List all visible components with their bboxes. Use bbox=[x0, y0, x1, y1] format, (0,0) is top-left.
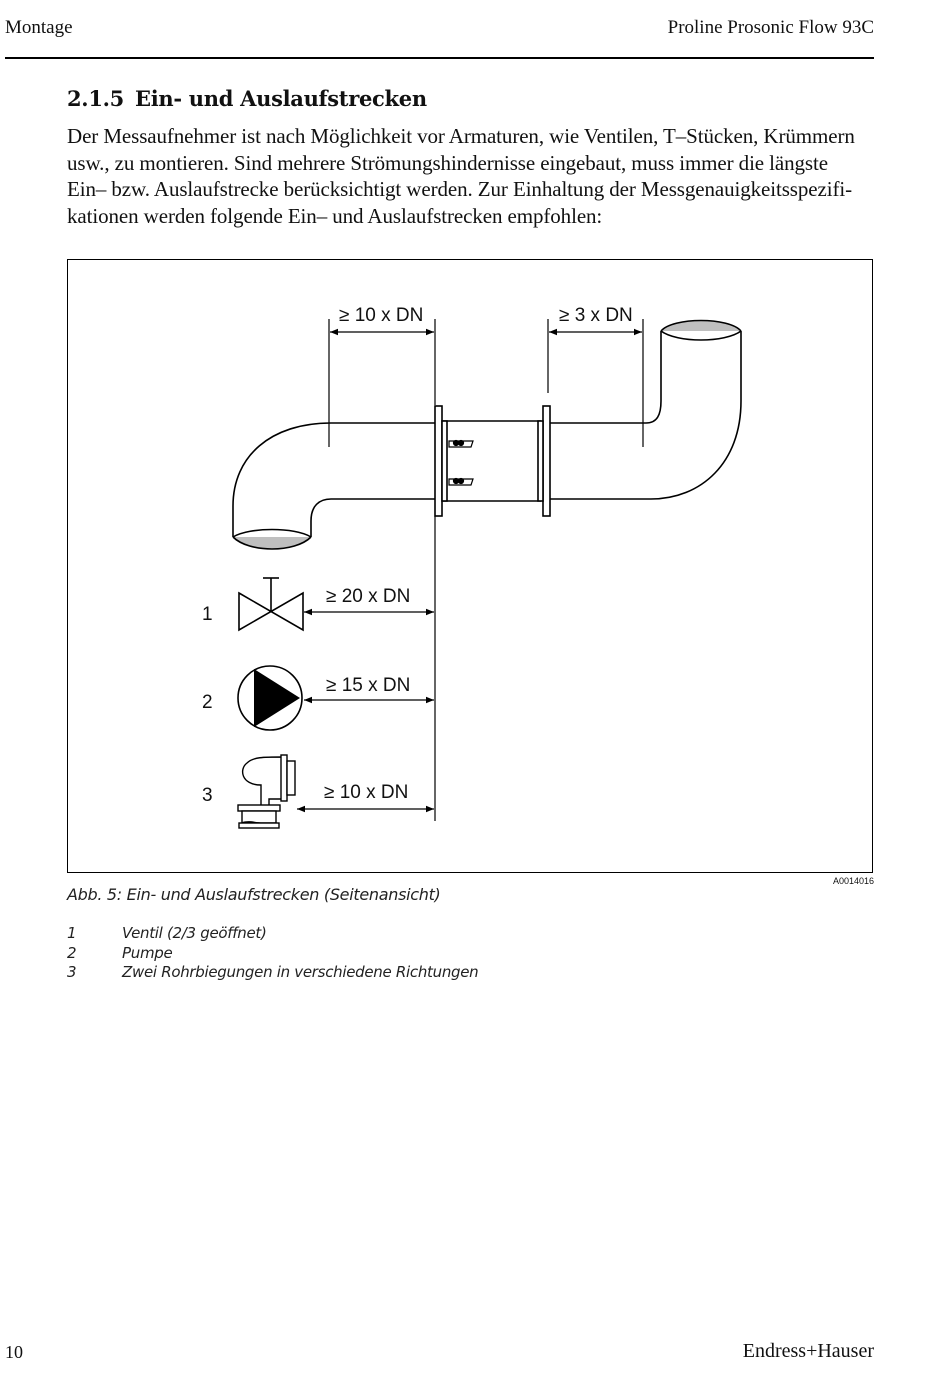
legend-text: Ventil (2/3 geöffnet) bbox=[122, 924, 267, 942]
page-number: 10 bbox=[5, 1342, 23, 1362]
double-bend-icon bbox=[237, 754, 296, 829]
ultrasonic-sensors bbox=[448, 439, 474, 486]
outlet-pipe-elbow bbox=[550, 331, 662, 424]
paragraph-line: usw., zu montieren. Sind mehrere Strömun… bbox=[67, 150, 828, 175]
brand-name: Endress+Hauser bbox=[742, 1340, 874, 1362]
legend-number: 3 bbox=[67, 963, 77, 981]
paragraph-line: Ein– bzw. Auslaufstrecke berücksichtigt … bbox=[67, 177, 852, 201]
outlet-flange bbox=[542, 405, 551, 517]
section-title: Ein- und Auslaufstrecken bbox=[135, 86, 427, 111]
pipe-diagram: ≥ 10 x DN ≥ 3 x DN ≥ 20 x DN ≥ 15 x DN ≥… bbox=[202, 305, 742, 829]
section-heading: 2.1.5 Ein- und Auslaufstrecken bbox=[67, 86, 427, 111]
pipe-assembly bbox=[232, 319, 742, 550]
valve-dimension-label: ≥ 20 x DN bbox=[326, 586, 410, 607]
paragraph-line: Der Messaufnehmer ist nach Möglichkeit v… bbox=[67, 124, 855, 148]
legend-number: 1 bbox=[67, 924, 77, 942]
section-number: 2.1.5 bbox=[67, 86, 124, 111]
item-number-1: 1 bbox=[202, 604, 213, 625]
legend-text: Pumpe bbox=[122, 943, 173, 962]
header-section-name: Montage bbox=[5, 17, 73, 38]
pump-icon bbox=[237, 665, 303, 731]
valve-icon bbox=[238, 577, 304, 632]
legend-text: Zwei Rohrbiegungen in verschiedene Richt… bbox=[122, 963, 479, 981]
inlet-dimension-label: ≥ 10 x DN bbox=[339, 305, 423, 326]
installation-figure: ≥ 10 x DN ≥ 3 x DN ≥ 20 x DN ≥ 15 x DN ≥… bbox=[67, 259, 873, 873]
bends-dimension-label: ≥ 10 x DN bbox=[324, 782, 408, 803]
outlet-dimension-label: ≥ 3 x DN bbox=[559, 305, 633, 326]
pump-dimension-label: ≥ 15 x DN bbox=[326, 675, 410, 696]
item-number-2: 2 bbox=[202, 692, 213, 713]
legend-number: 2 bbox=[67, 943, 77, 962]
figure-caption: Abb. 5: Ein- und Auslaufstrecken (Seiten… bbox=[67, 885, 441, 904]
figure-id: A0014016 bbox=[832, 876, 874, 886]
inlet-pipe-elbow bbox=[232, 422, 437, 537]
item-number-3: 3 bbox=[202, 785, 213, 806]
header-rule bbox=[5, 57, 874, 59]
paragraph-line: kationen werden folgende Ein– und Auslau… bbox=[67, 203, 603, 228]
inlet-flange bbox=[434, 405, 443, 517]
header-product-name: Proline Prosonic Flow 93C bbox=[667, 17, 874, 38]
body-paragraph: Der Messaufnehmer ist nach Möglichkeit v… bbox=[67, 123, 873, 229]
